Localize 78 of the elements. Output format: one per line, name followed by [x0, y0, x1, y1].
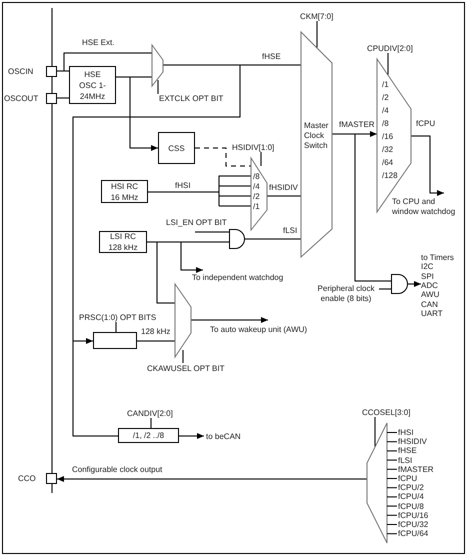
control-signal-label: LSI_EN OPT BIT	[166, 218, 227, 227]
input-label: /4	[382, 106, 389, 115]
input-label: fCPU/32	[398, 520, 428, 529]
input-label: /128	[382, 171, 398, 180]
input-label: fLSI	[398, 456, 412, 465]
note-text: To CPU and window watchdog	[392, 197, 458, 217]
note-text: Peripheral clock enable (8 bits)	[313, 284, 379, 304]
signal-line	[136, 340, 176, 342]
signal-line	[190, 317, 268, 323]
switch-label: Master Clock Switch	[304, 121, 330, 151]
signal-line	[178, 433, 204, 439]
input-label: /4	[253, 182, 260, 191]
output-label: SPI	[421, 272, 434, 281]
control-signal-label: CANDIV[2:0]	[127, 409, 173, 418]
pin-label: OSCIN	[8, 67, 34, 76]
output-label: ADC	[421, 280, 438, 290]
input-label: fCPU/16	[398, 510, 428, 520]
control-signal-label: CCOSEL[3:0]	[362, 408, 410, 417]
edge-label: fHSI	[175, 181, 191, 190]
input-label: fCPU/4	[398, 492, 424, 502]
signal-line	[410, 136, 444, 196]
input-label: fHSI	[398, 428, 414, 437]
prescaler-box	[93, 332, 137, 349]
output-label: AWU	[421, 290, 440, 300]
signal-line	[408, 281, 422, 287]
note-text: to beCAN	[206, 432, 251, 442]
edge-label: Configurable clock output	[72, 465, 162, 474]
input-label: /2	[382, 93, 389, 102]
signal-line	[146, 242, 176, 304]
output-label: CAN	[421, 300, 438, 308]
signal-line	[72, 64, 240, 436]
input-label: fHSIDIV	[398, 437, 427, 446]
note-text: To independent watchdog	[192, 273, 317, 283]
edge-label: fLSI	[283, 226, 298, 235]
input-label: /1	[253, 202, 260, 211]
note-text: To auto wakeup unit (AWU)	[210, 325, 330, 335]
edge-label: HSE Ext.	[82, 38, 114, 47]
input-label: /8	[253, 172, 260, 181]
output-label: UART	[421, 308, 443, 318]
signal-line	[56, 476, 368, 482]
control-signal-label: CKAWUSEL OPT BIT	[147, 364, 224, 373]
security-box: CSS	[158, 132, 195, 164]
input-label: /2	[253, 192, 260, 201]
signal-line	[378, 288, 392, 290]
input-label: fCPU/2	[398, 483, 424, 492]
signal-line	[332, 134, 392, 282]
edge-label: fCPU	[416, 119, 436, 128]
input-label: /1	[382, 80, 389, 89]
signal-line	[56, 52, 152, 72]
input-label: /16	[382, 132, 394, 141]
edge-label: fHSE	[262, 52, 281, 61]
input-label: /32	[382, 145, 394, 154]
control-signal-label: PRSC(1:0) OPT BITS	[79, 313, 156, 322]
signal-line	[148, 176, 252, 192]
control-signal-label: CKM[7:0]	[300, 12, 334, 21]
input-label: /8	[382, 119, 389, 128]
oscillator-box: HSI RC 16 MHz	[101, 180, 148, 203]
input-label: fCPU	[398, 474, 418, 483]
oscillator-box: HSE OSC 1-24MHz	[69, 66, 116, 104]
pin-label: OSCOUT	[4, 94, 38, 103]
output-label: I2C	[421, 262, 434, 272]
output-label: to Timers	[421, 253, 454, 262]
input-label: fCPU/64	[398, 529, 428, 538]
signal-line	[116, 76, 158, 151]
signal-line	[194, 148, 252, 166]
input-label: fHSE	[398, 446, 417, 456]
control-signal-label: EXTCLK OPT BIT	[159, 94, 224, 103]
input-label: /64	[382, 158, 394, 167]
pin-label: CCO	[18, 474, 36, 483]
edge-label: 128 kHz	[141, 327, 170, 336]
control-signal-label: CPUDIV[2:0]	[367, 44, 413, 53]
input-label: fMASTER	[398, 464, 434, 474]
control-signal-label: HSIDIV[1:0]	[232, 143, 274, 152]
oscillator-box: LSI RC 128 kHz	[99, 231, 147, 253]
input-label: fCPU/8	[398, 502, 424, 511]
signal-line	[244, 238, 302, 240]
edge-label: fHSIDIV	[269, 183, 298, 192]
edge-label: fMASTER	[339, 120, 375, 129]
